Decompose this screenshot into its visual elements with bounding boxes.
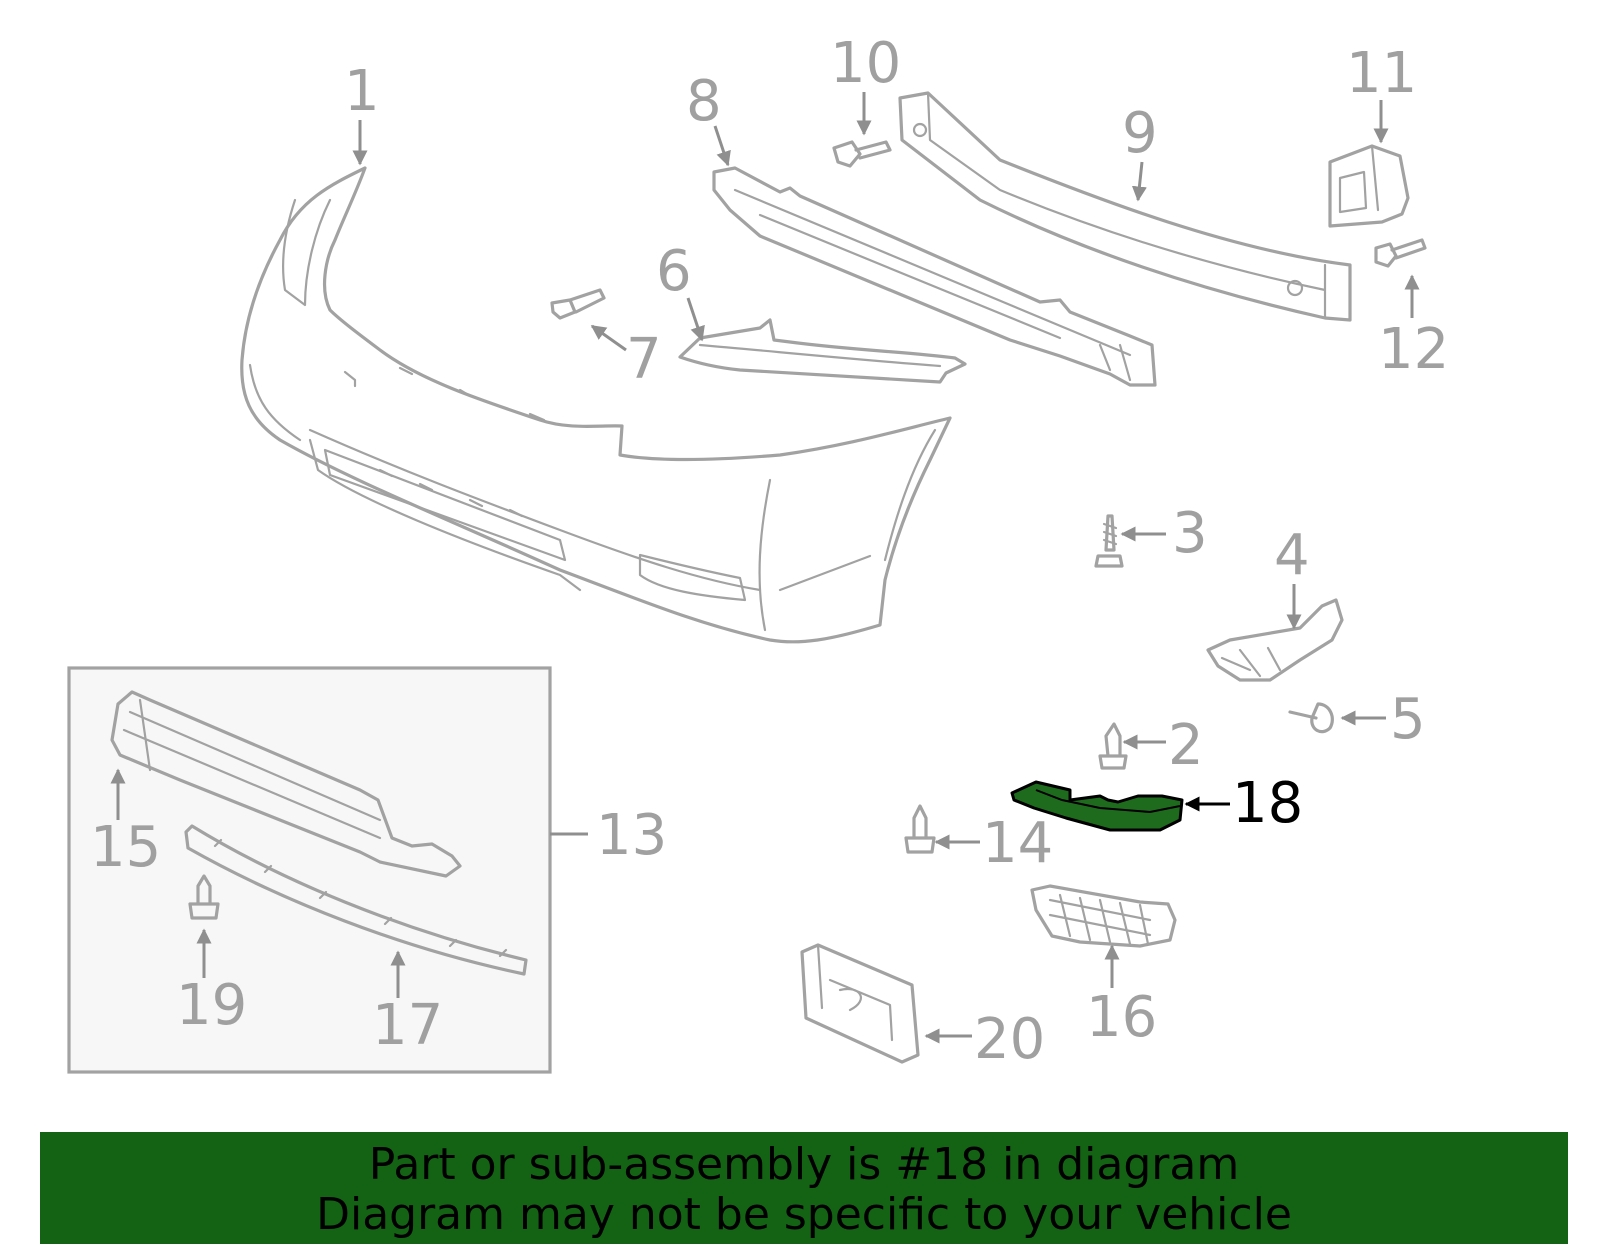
bolt-part-7: [550, 288, 606, 320]
highlighted-part-18: [1010, 780, 1184, 832]
callout-14: 14: [982, 811, 1053, 876]
inset-box-part-13: [67, 666, 552, 1074]
strip-part-17: [184, 824, 528, 976]
callout-13: 13: [596, 803, 667, 868]
callout-1: 1: [344, 59, 380, 124]
callout-10: 10: [830, 31, 901, 96]
reinforcement-beam-part-9: [898, 91, 1352, 322]
clip-part-19: [188, 874, 220, 920]
grille-part-15: [110, 690, 462, 878]
bracket-part-11: [1328, 144, 1410, 228]
clip-part-3: [1094, 514, 1124, 568]
callout-3: 3: [1172, 501, 1208, 566]
callout-11: 11: [1346, 41, 1417, 106]
callout-8: 8: [686, 69, 722, 134]
callout-6: 6: [656, 239, 692, 304]
bracket-part-6: [678, 318, 967, 384]
callout-19: 19: [176, 973, 247, 1038]
callout-9: 9: [1122, 101, 1158, 166]
clip-part-14: [904, 804, 936, 854]
callout-20: 20: [974, 1007, 1045, 1072]
callout-12: 12: [1378, 317, 1449, 382]
bolt-part-12: [1374, 238, 1427, 268]
clip-part-2: [1098, 722, 1128, 770]
bracket-part-4: [1206, 598, 1344, 682]
callout-2: 2: [1168, 713, 1204, 778]
absorber-part-8: [712, 166, 1157, 387]
callout-15: 15: [90, 815, 161, 880]
callout-16: 16: [1086, 985, 1157, 1050]
callout-5: 5: [1390, 687, 1426, 752]
callout-7: 7: [626, 327, 662, 392]
callout-4: 4: [1274, 523, 1310, 588]
banner-line-2: Diagram may not be specific to your vehi…: [316, 1189, 1292, 1240]
callout-17: 17: [372, 993, 443, 1058]
grille-part-16: [1030, 884, 1177, 948]
bumper-cover-part-1: [240, 166, 952, 644]
license-bracket-part-20: [800, 943, 920, 1064]
banner-line-1: Part or sub-assembly is #18 in diagram: [368, 1139, 1240, 1190]
bolt-part-10: [832, 140, 892, 168]
callout-18-highlighted: 18: [1232, 771, 1303, 836]
leader-lines: [110, 92, 1420, 1044]
screw-part-5: [1288, 702, 1334, 734]
info-banner: Part or sub-assembly is #18 in diagram D…: [40, 1132, 1568, 1244]
